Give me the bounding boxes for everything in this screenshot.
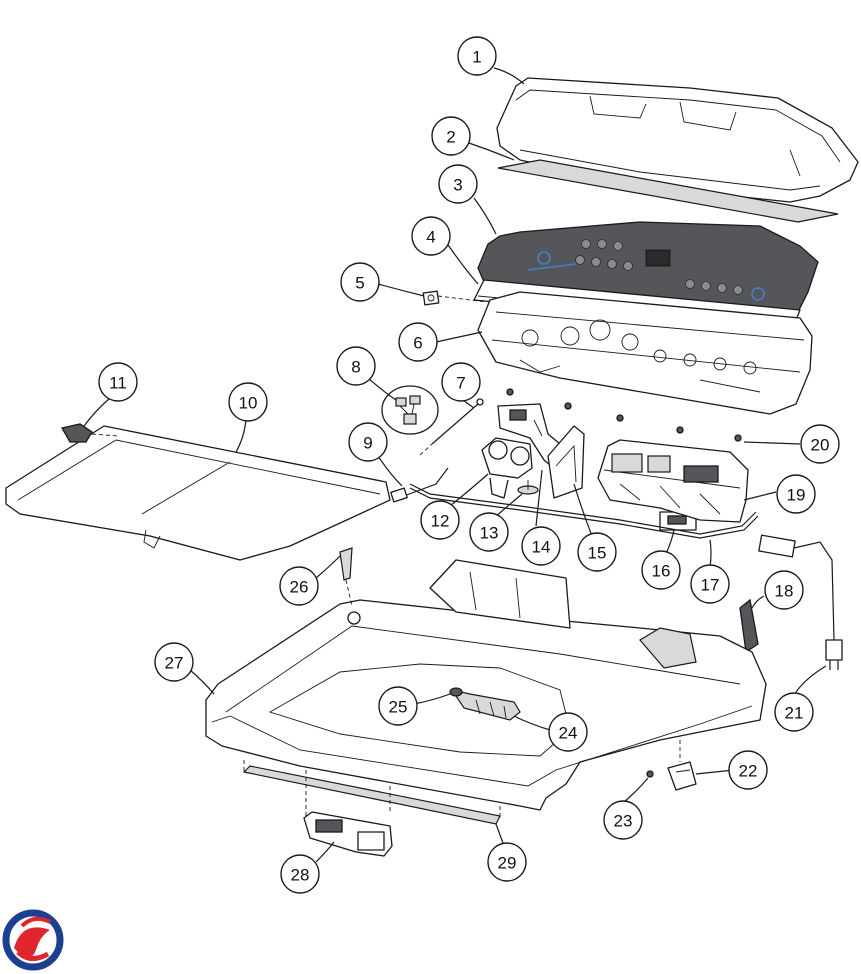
callout-25: 25: [378, 686, 418, 726]
svg-text:24: 24: [559, 724, 578, 743]
svg-text:15: 15: [588, 544, 607, 563]
part-24-hose: [450, 689, 521, 721]
callout-12: 12: [420, 500, 460, 540]
svg-text:2: 2: [446, 128, 455, 147]
callout-2: 2: [431, 116, 471, 156]
svg-text:6: 6: [413, 334, 422, 353]
callout-14: 14: [521, 526, 561, 566]
svg-text:20: 20: [811, 436, 830, 455]
svg-text:7: 7: [456, 374, 465, 393]
callout-5: 5: [340, 262, 380, 302]
part-15-shield-plate: [547, 425, 585, 499]
svg-text:21: 21: [785, 704, 804, 723]
callout-26: 26: [279, 566, 319, 606]
leader-lines: [83, 67, 827, 863]
svg-text:8: 8: [351, 358, 360, 377]
svg-text:1: 1: [472, 48, 481, 67]
part-9-cable: [390, 467, 449, 503]
svg-text:12: 12: [431, 512, 450, 531]
svg-text:10: 10: [239, 394, 258, 413]
part-7-rod: [419, 398, 484, 456]
svg-text:11: 11: [109, 374, 127, 393]
part-19-control-board: [597, 439, 749, 523]
part-26-pin: [339, 547, 353, 607]
svg-text:14: 14: [532, 538, 551, 557]
svg-text:23: 23: [614, 812, 633, 831]
callout-13: 13: [469, 512, 509, 552]
svg-text:28: 28: [291, 866, 310, 885]
part-28-switch-module: [303, 811, 393, 857]
part-14-bracket: [497, 403, 561, 471]
brand-swirl-logo-icon: [2, 909, 64, 971]
svg-text:16: 16: [652, 562, 671, 581]
callout-15: 15: [577, 532, 617, 572]
callout-23: 23: [603, 800, 643, 840]
callout-28: 28: [280, 854, 320, 894]
part-20-screws: [506, 388, 742, 442]
svg-text:4: 4: [426, 228, 435, 247]
callout-19: 19: [776, 474, 816, 514]
callout-24: 24: [548, 712, 588, 752]
svg-text:29: 29: [498, 854, 517, 873]
callout-1: 1: [457, 36, 497, 76]
callout-17: 17: [690, 564, 730, 604]
callout-22: 22: [728, 750, 768, 790]
callout-6: 6: [398, 322, 438, 362]
callout-20: 20: [800, 424, 840, 464]
part-5-pad: [422, 290, 487, 306]
callout-11: 11: [98, 362, 138, 402]
callout-9: 9: [348, 422, 388, 462]
part-21-power-cord: [758, 534, 843, 670]
part-8-connectors: [381, 385, 439, 435]
part-29-front-trim: [242, 760, 501, 825]
callout-18: 18: [764, 570, 804, 610]
part-23-screw: [646, 770, 654, 778]
svg-text:22: 22: [739, 762, 758, 781]
callout-10: 10: [228, 382, 268, 422]
svg-text:27: 27: [165, 654, 184, 673]
part-1-console-frame: [496, 77, 859, 203]
svg-text:25: 25: [389, 698, 408, 717]
part-25-hose-clamp: [449, 687, 463, 697]
callout-4: 4: [411, 216, 451, 256]
part-18-bracket: [739, 598, 759, 654]
svg-text:17: 17: [701, 576, 720, 595]
callout-3: 3: [438, 164, 478, 204]
part-11-hinge-clip: [60, 423, 119, 443]
callout-27: 27: [154, 642, 194, 682]
callout-21: 21: [774, 692, 814, 732]
part-22-latch: [667, 740, 697, 791]
part-2-trim-strip: [497, 159, 839, 223]
svg-text:19: 19: [787, 486, 806, 505]
part-17-wire-harness: [409, 483, 759, 539]
callout-29: 29: [487, 842, 527, 882]
svg-text:9: 9: [363, 434, 372, 453]
svg-text:26: 26: [290, 578, 309, 597]
svg-text:18: 18: [775, 582, 794, 601]
part-10-lid: [5, 425, 391, 561]
svg-text:5: 5: [355, 274, 364, 293]
callout-16: 16: [641, 550, 681, 590]
svg-text:3: 3: [453, 176, 462, 195]
svg-text:13: 13: [480, 524, 499, 543]
callout-8: 8: [336, 346, 376, 386]
part-6-panel-housing: [477, 291, 813, 415]
part-12-water-valve: [481, 437, 533, 499]
part-13-grommet: [517, 480, 539, 495]
callout-7: 7: [441, 362, 481, 402]
part-3-control-panel: [477, 221, 819, 327]
